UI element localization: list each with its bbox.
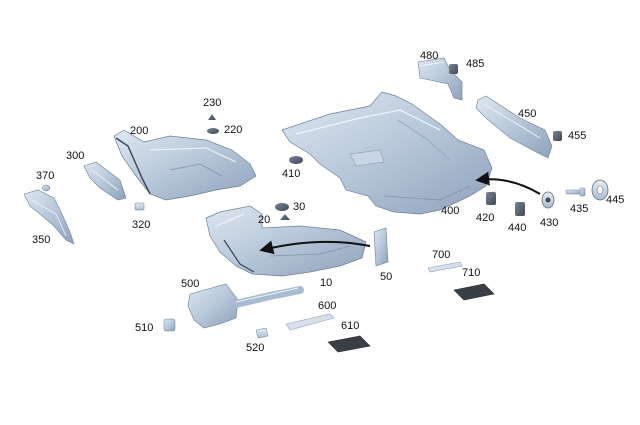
part-230-cap[interactable] xyxy=(208,114,216,120)
part-700-strip[interactable] xyxy=(427,261,463,273)
callout-455[interactable]: 455 xyxy=(568,130,587,142)
part-400-floor-carpet[interactable] xyxy=(281,91,493,215)
callout-600[interactable]: 600 xyxy=(318,300,337,312)
callout-20[interactable]: 20 xyxy=(258,214,271,226)
part-435-bolt[interactable] xyxy=(565,187,586,197)
callout-220[interactable]: 220 xyxy=(224,124,243,136)
callout-485[interactable]: 485 xyxy=(466,58,485,70)
callout-435[interactable]: 435 xyxy=(570,203,589,215)
part-220-cap[interactable] xyxy=(207,128,219,134)
callout-370[interactable]: 370 xyxy=(36,170,55,182)
callout-430[interactable]: 430 xyxy=(540,217,559,229)
part-10-rear-carpet[interactable] xyxy=(205,205,367,277)
callout-445[interactable]: 445 xyxy=(606,194,625,206)
callout-510[interactable]: 510 xyxy=(135,322,154,334)
part-480-bracket[interactable] xyxy=(417,57,463,101)
part-30-cap[interactable] xyxy=(275,203,289,211)
part-510-clip[interactable] xyxy=(163,318,176,332)
part-445-washer[interactable] xyxy=(591,179,609,201)
part-455-clip[interactable] xyxy=(553,131,562,141)
part-600-strip[interactable] xyxy=(285,313,335,331)
part-430-retainer[interactable] xyxy=(541,191,555,209)
part-410-grommet[interactable] xyxy=(289,156,303,164)
callout-300[interactable]: 300 xyxy=(66,150,85,162)
callout-230[interactable]: 230 xyxy=(203,97,222,109)
part-370-clip[interactable] xyxy=(41,184,51,192)
callout-400[interactable]: 400 xyxy=(441,205,460,217)
part-50-pad[interactable] xyxy=(373,227,389,267)
callout-350[interactable]: 350 xyxy=(32,234,51,246)
part-320-clip[interactable] xyxy=(134,202,145,211)
callout-410[interactable]: 410 xyxy=(282,168,301,180)
callout-320[interactable]: 320 xyxy=(132,219,151,231)
part-350-insulation[interactable] xyxy=(23,189,75,245)
part-610-mat[interactable] xyxy=(327,335,371,353)
callout-520[interactable]: 520 xyxy=(246,342,265,354)
callout-450[interactable]: 450 xyxy=(518,108,537,120)
part-440-clip[interactable] xyxy=(515,202,525,216)
callout-30[interactable]: 30 xyxy=(293,201,306,213)
callout-200[interactable]: 200 xyxy=(130,125,149,137)
part-300-panel[interactable] xyxy=(83,161,127,201)
part-20-cap[interactable] xyxy=(280,214,290,220)
callout-480[interactable]: 480 xyxy=(420,50,439,62)
callout-420[interactable]: 420 xyxy=(476,212,495,224)
callout-10[interactable]: 10 xyxy=(320,277,333,289)
part-485-clip[interactable] xyxy=(449,64,458,74)
arrow-to-rear-carpet xyxy=(259,240,371,255)
part-200-footwell-carpet[interactable] xyxy=(113,129,257,201)
part-520-clip[interactable] xyxy=(255,327,269,339)
callout-700[interactable]: 700 xyxy=(432,249,451,261)
callout-610[interactable]: 610 xyxy=(341,320,360,332)
part-450-side-trim[interactable] xyxy=(475,95,553,159)
arrow-to-floor-carpet xyxy=(475,171,541,195)
callout-500[interactable]: 500 xyxy=(181,278,200,290)
part-500-trim-panel[interactable] xyxy=(187,283,304,329)
part-710-mat[interactable] xyxy=(453,283,495,301)
callout-440[interactable]: 440 xyxy=(508,222,527,234)
callout-50[interactable]: 50 xyxy=(380,271,393,283)
callout-710[interactable]: 710 xyxy=(462,267,481,279)
part-420-clip[interactable] xyxy=(486,192,496,205)
